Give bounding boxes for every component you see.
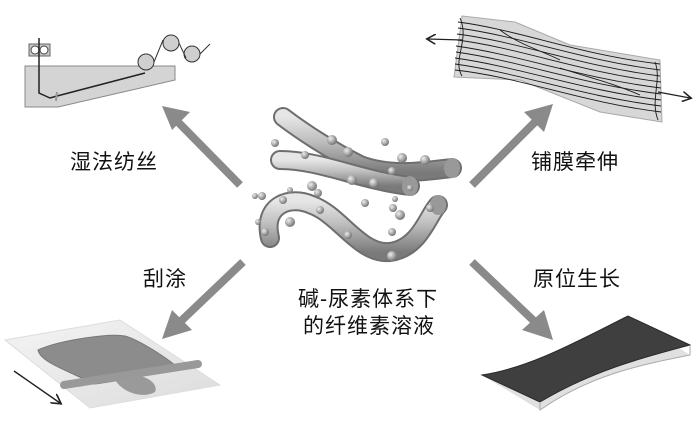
particle	[426, 204, 434, 212]
center-label-line1: 碱-尿素体系下	[298, 287, 439, 311]
in-situ-growth-icon	[480, 315, 692, 411]
label-blade-coating: 刮涂	[143, 267, 187, 291]
center-label-line2: 的纤维素溶液	[303, 314, 435, 338]
particle	[347, 175, 357, 185]
label-in-situ-growth: 原位生长	[533, 267, 621, 291]
particle	[344, 231, 352, 239]
particle	[420, 155, 430, 165]
arrow-to-film-stretching	[469, 104, 553, 188]
particle	[397, 153, 407, 163]
particle	[395, 210, 405, 220]
particle	[271, 139, 279, 147]
particle	[261, 228, 269, 236]
particle	[327, 135, 337, 145]
arrow-to-in-situ-growth	[469, 259, 553, 340]
particle	[369, 178, 379, 188]
label-film-stretching: 铺膜牵伸	[531, 150, 619, 174]
particle	[381, 138, 389, 146]
particle	[252, 193, 258, 199]
particle	[361, 199, 369, 207]
particle	[392, 196, 398, 202]
particle	[387, 251, 397, 261]
film-stretching-icon	[428, 15, 690, 123]
solution-particles-icon	[252, 135, 434, 261]
particle	[255, 219, 261, 225]
particle	[389, 204, 397, 212]
wet-spinning-apparatus-icon	[24, 34, 211, 108]
particle	[285, 217, 295, 227]
particle	[258, 192, 266, 200]
arrow-to-blade-coating	[162, 259, 246, 339]
particle	[407, 185, 413, 191]
particle	[314, 189, 322, 197]
blade-coating-icon	[3, 319, 222, 409]
particle	[388, 167, 396, 175]
particle	[343, 147, 353, 157]
particle	[301, 151, 309, 159]
particle	[279, 196, 287, 204]
label-wet-spinning: 湿法纺丝	[70, 150, 158, 174]
cellulose-fibers-icon	[258, 107, 462, 263]
particle	[316, 206, 324, 214]
arrow-to-wet-spinning	[162, 106, 243, 188]
particle	[287, 187, 293, 193]
particle	[307, 181, 317, 191]
particle	[388, 228, 396, 236]
